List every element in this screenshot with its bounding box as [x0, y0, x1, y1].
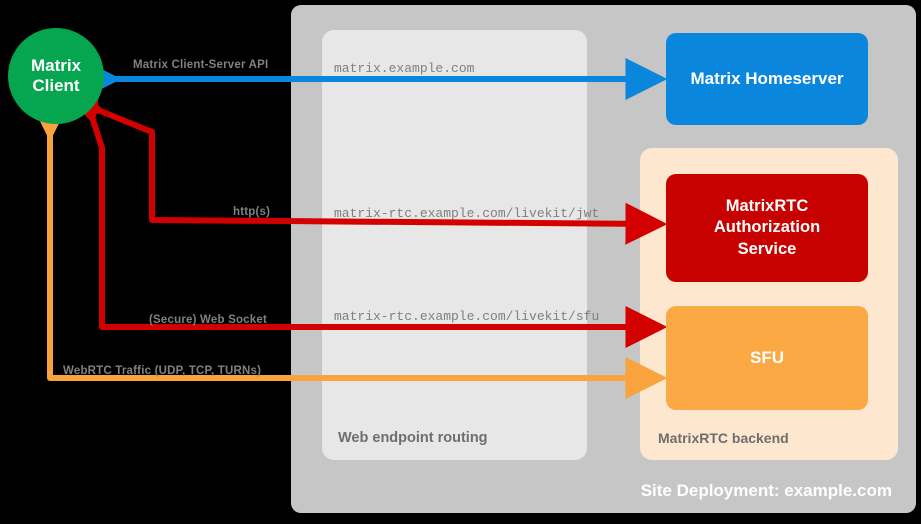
connector-label-websocket: (Secure) Web Socket — [149, 314, 267, 326]
node-matrix-client[interactable]: Matrix Client — [8, 28, 104, 124]
web-endpoint-routing-label: Web endpoint routing — [338, 430, 488, 446]
node-matrix-homeserver[interactable]: Matrix Homeserver — [666, 33, 868, 125]
node-auth-line1: MatrixRTC — [725, 196, 809, 215]
node-auth-line2: Authorization — [713, 218, 821, 237]
wire-webrtc-sfu — [29, 99, 668, 399]
node-matrixrtc-authorization-service[interactable]: MatrixRTC Authorization Service — [666, 174, 868, 282]
connector-label-https: http(s) — [233, 206, 271, 218]
node-matrix-client-line2: Client — [32, 76, 80, 95]
node-sfu-label: SFU — [750, 348, 784, 367]
connector-label-webrtc: WebRTC Traffic (UDP, TCP, TURNs) — [63, 365, 262, 377]
matrixrtc-backend-label: MatrixRTC backend — [658, 430, 789, 446]
node-auth-lines: MatrixRTC Authorization Service — [714, 196, 820, 260]
site-deployment-label: Site Deployment: example.com — [640, 481, 892, 500]
node-matrix-homeserver-label: Matrix Homeserver — [690, 69, 844, 88]
connector-label-client-server-api: Matrix Client-Server API — [133, 59, 269, 71]
node-auth-line3: Service — [737, 239, 797, 258]
node-sfu[interactable]: SFU — [666, 306, 868, 410]
node-matrix-client-line1: Matrix — [30, 55, 82, 75]
